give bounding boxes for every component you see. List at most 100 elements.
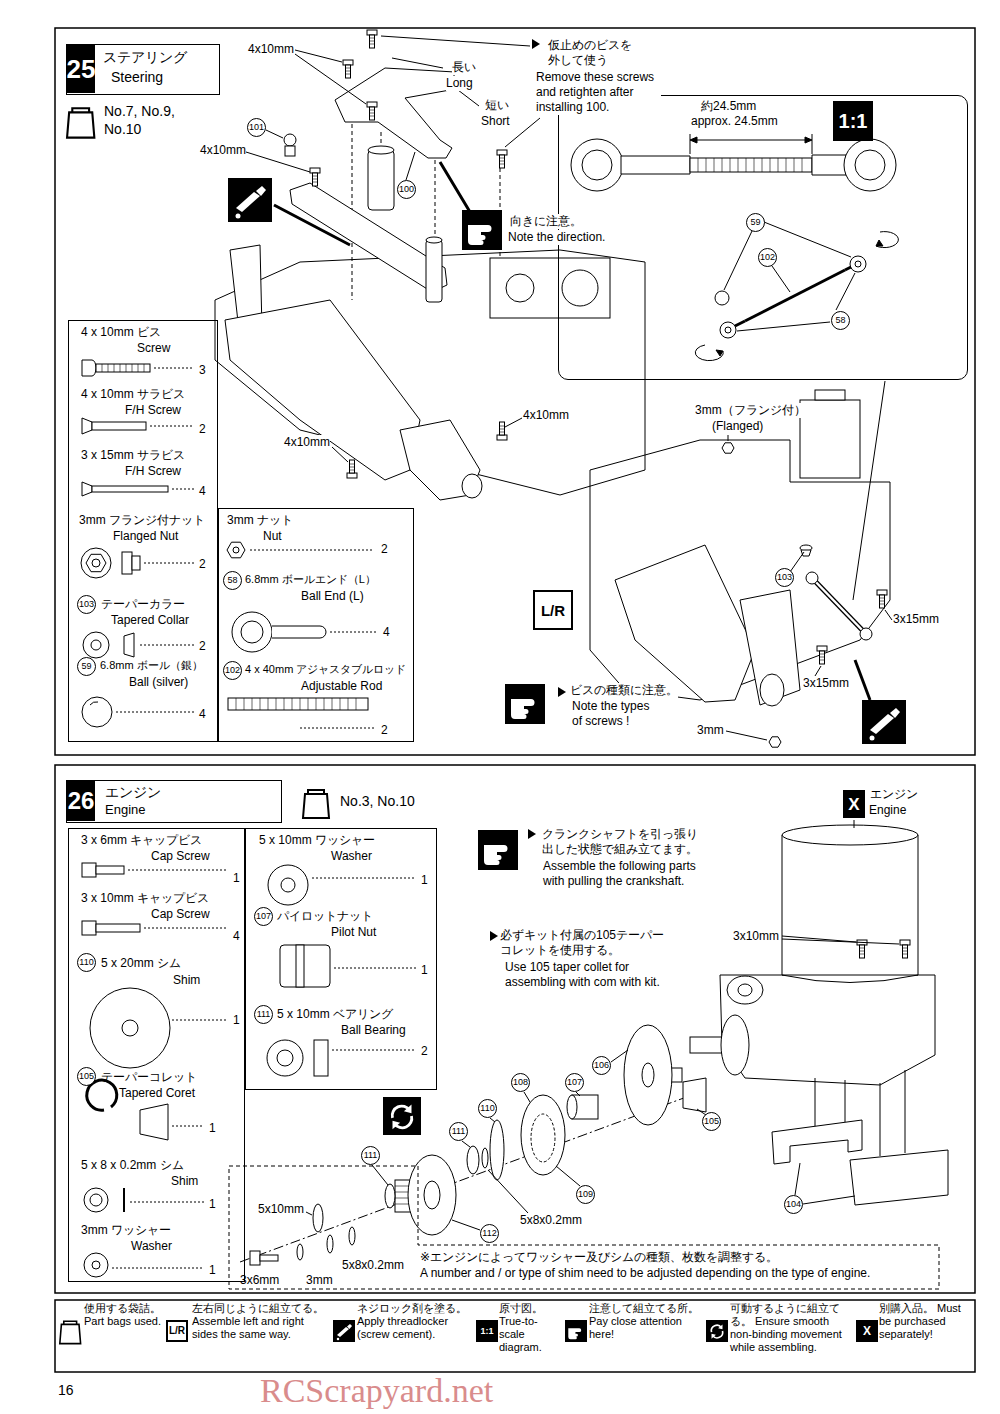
- parts-icons: [86, 554, 106, 571]
- symbol-icons: [505, 684, 545, 724]
- part-name: エンジン: [870, 787, 918, 802]
- parts-icons: [92, 559, 100, 567]
- node-text: エンジン: [105, 784, 161, 802]
- parts-icons: [140, 1104, 168, 1140]
- parts-icons: [90, 1194, 102, 1206]
- parts-icons: [81, 360, 368, 1277]
- steering-drawing: [426, 240, 442, 302]
- node-text: Washer: [131, 1239, 172, 1254]
- engine-drawing: [642, 1063, 654, 1087]
- parts-icons: [90, 988, 170, 1068]
- rod-inset-drawing: [812, 155, 846, 175]
- node-text: 2: [199, 639, 206, 654]
- symbol-icons: [478, 830, 518, 870]
- node-text: F/H Screw: [125, 464, 181, 479]
- node-text: 1: [209, 1263, 216, 1278]
- parts-icons: [267, 1040, 303, 1076]
- legend-text: ネジロック剤を塗る。 Apply threadlocker (screw cem…: [357, 1302, 469, 1341]
- parts-icons: [96, 924, 140, 932]
- node-text: 約24.5mm: [701, 99, 756, 114]
- engine-drawing: [900, 940, 910, 958]
- steering-drawing: [497, 422, 507, 440]
- steering-drawing: [368, 150, 394, 210]
- node-text: 1: [421, 963, 428, 978]
- node-text: Shim: [171, 1174, 198, 1189]
- node-text: 5 x 10mm ワッシャー: [259, 833, 375, 848]
- rod-inset-drawing: [850, 256, 866, 272]
- steering-drawing: [225, 300, 420, 480]
- node-text: 5x10mm: [258, 1202, 304, 1217]
- engine-drawing: [306, 1050, 706, 1230]
- node-text: 2: [199, 422, 206, 437]
- steering-detail-drawing: [812, 578, 866, 634]
- node-text: 59: [746, 213, 765, 232]
- count-leaders: [112, 368, 416, 1268]
- rod-inset-drawing: [845, 267, 851, 270]
- rod-inset-drawing: [855, 261, 861, 267]
- callout-number: 108: [511, 1073, 530, 1092]
- engine-drawing: [782, 820, 899, 944]
- symbol-icons: [228, 178, 272, 222]
- node-text: Ball Bearing: [341, 1023, 406, 1038]
- parts-icons: [82, 921, 96, 935]
- parts-icons: [281, 878, 295, 892]
- engine-drawing: [772, 1120, 862, 1164]
- rod-inset-drawing: [724, 222, 855, 331]
- node-text: 4 x 10mm ビス: [81, 325, 161, 340]
- node-text: 3 x 10mm キャップビス: [81, 891, 209, 906]
- node-text: ※エンジンによってワッシャー及びシムの種類、枚数を調整する。: [420, 1250, 778, 1265]
- note-text: 仮止めのビスを外して使う: [548, 38, 638, 68]
- steering-detail-drawing: [722, 443, 734, 453]
- node-text: Adjustable Rod: [301, 679, 382, 694]
- note-text: Remove these screws and retighten after …: [536, 70, 661, 115]
- node-text: 2: [199, 557, 206, 572]
- callout-number: 110: [478, 1099, 497, 1118]
- symbol-icons: [528, 829, 536, 839]
- rod-inset-drawing: [715, 291, 729, 305]
- symbol-icons: [383, 1097, 421, 1135]
- steering-drawing: [347, 460, 357, 478]
- engine-drawing: [297, 1244, 303, 1260]
- symbol-label: L/R: [533, 590, 573, 630]
- steering-drawing: [562, 270, 598, 306]
- node-text: 26: [67, 781, 95, 821]
- rod-inset-drawing: [844, 139, 896, 191]
- parts-icons: [122, 1020, 138, 1036]
- step-header: 25ステアリングSteering: [66, 44, 220, 95]
- parts-list-box: 5 x 10mm ワッシャーWasher1107パイロットナットPilot Nu…: [245, 828, 437, 1090]
- dimension-label: 4x10mm: [284, 435, 330, 450]
- rod-inset-drawing: [876, 232, 898, 248]
- engine-drawing: [467, 1146, 479, 1174]
- node-text: 4: [199, 707, 206, 722]
- node-text: 4 x 40mm アジャスタブルロッド: [245, 663, 406, 677]
- dimension-label: 3mm: [697, 723, 724, 738]
- parts-icons: [84, 1188, 108, 1212]
- parts-icons: [232, 612, 272, 652]
- callout-number: 105: [702, 1112, 721, 1131]
- engine-drawing: [624, 1025, 672, 1125]
- node-text: 5x8x0.2mm: [342, 1258, 404, 1273]
- note-text: Note the types of screws !: [572, 699, 660, 729]
- node-text: 2: [381, 723, 388, 738]
- callout-number: 111: [361, 1146, 380, 1165]
- parts-icons: [92, 1261, 100, 1269]
- steering-detail-drawing: [815, 390, 845, 400]
- parts-icons: [96, 364, 150, 372]
- part-name: Engine: [869, 803, 906, 818]
- engine-drawing: [349, 1227, 355, 1245]
- node-text: 107: [254, 907, 273, 926]
- engine-drawing: [850, 1150, 948, 1205]
- parts-icons: [96, 866, 124, 874]
- legend-text: 原寸図。 True-to-scale diagram.: [499, 1302, 559, 1354]
- node-text: 1: [209, 1197, 216, 1212]
- parts-icons: [102, 364, 144, 372]
- rod-inset-drawing: [745, 270, 845, 321]
- legend-text: 左右同じように組立てる。 Assemble left and right sid…: [192, 1302, 327, 1341]
- rod-inset-drawing: [720, 322, 736, 338]
- node-text: 4: [233, 929, 240, 944]
- node-text: Washer: [331, 849, 372, 864]
- node-text: Ball (silver): [129, 675, 188, 690]
- parts-icons: [92, 422, 146, 430]
- node-text: 6.8mm ボール（銀）: [100, 659, 203, 673]
